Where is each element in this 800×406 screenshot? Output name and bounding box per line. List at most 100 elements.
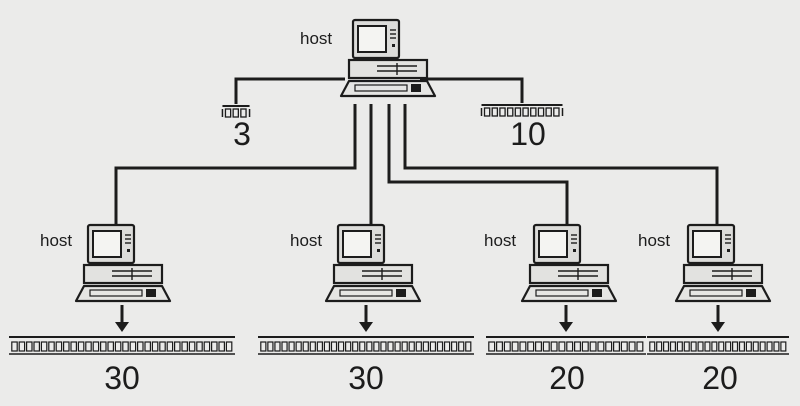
keyboard-keys: [339, 289, 393, 297]
terminal-slot: [690, 341, 697, 352]
terminal-slot: [288, 341, 295, 352]
terminal-slot: [612, 341, 620, 352]
terminal-slot: [773, 341, 780, 352]
terminal-bank-1: [9, 336, 235, 355]
terminal-slot: [415, 341, 422, 352]
terminal-slot: [232, 108, 239, 118]
terminal-slot: [85, 341, 92, 352]
keyboard-keys: [689, 289, 743, 297]
terminal-slot: [752, 341, 759, 352]
terminal-slot: [62, 341, 70, 352]
terminal-slot: [704, 341, 711, 352]
power-led: [127, 249, 130, 252]
arrow-down-2: [359, 305, 373, 332]
terminal-slot: [669, 341, 677, 352]
terminal-slot: [649, 341, 656, 352]
terminal-slot: [488, 341, 496, 352]
terminal-slot: [514, 107, 522, 117]
terminal-slot: [48, 341, 55, 352]
terminal-slot: [174, 341, 181, 352]
terminal-slot: [218, 341, 226, 352]
power-led: [727, 249, 730, 252]
terminal-slot: [511, 341, 519, 352]
terminal-slot: [766, 341, 773, 352]
terminal-slot: [550, 341, 558, 352]
terminal-slot: [465, 341, 472, 352]
terminal-slot: [738, 341, 746, 352]
sub-host-computer-4: [674, 223, 772, 303]
terminal-slot: [309, 341, 316, 352]
terminal-slot: [458, 341, 465, 352]
terminal-slot: [545, 107, 552, 117]
terminal-slot: [18, 341, 26, 352]
terminal-slot: [451, 341, 458, 352]
connection-lines: [114, 77, 719, 225]
terminal-slot: [274, 341, 281, 352]
terminal-bank-3: [486, 336, 646, 355]
terminal-slot: [718, 341, 725, 352]
terminal-slot: [40, 341, 48, 352]
monitor-screen: [342, 230, 372, 258]
arrow-head: [359, 322, 373, 332]
terminal-slot: [745, 341, 752, 352]
sub-count-4: 20: [702, 360, 738, 396]
terminal-slot: [26, 341, 33, 352]
terminal-slot: [295, 341, 302, 352]
keyboard-keys: [535, 289, 589, 297]
terminal-slot: [224, 108, 232, 118]
terminal-slot: [281, 341, 288, 352]
terminal-slot: [780, 341, 787, 352]
terminal-slot: [129, 341, 137, 352]
terminal-slot: [558, 341, 566, 352]
terminal-slot: [330, 341, 338, 352]
terminal-bank-3: [221, 105, 251, 118]
sub-host-label-1: host: [40, 231, 73, 250]
terminal-slot: [573, 341, 581, 352]
terminal-slot: [107, 341, 115, 352]
terminal-slot: [519, 341, 527, 352]
sub-host-computer-3: [520, 223, 618, 303]
terminal-slot: [436, 341, 444, 352]
terminal-slot: [542, 341, 550, 352]
terminal-slot: [429, 341, 437, 352]
sub-host-computer-2: [324, 223, 422, 303]
terminal-slot: [394, 341, 401, 352]
sub-count-3: 20: [549, 360, 585, 396]
keyboard-keys: [354, 84, 408, 92]
sub-count-2: 30: [348, 360, 384, 396]
main-host-computer: [339, 18, 437, 98]
terminal-slot: [92, 341, 100, 352]
system-unit: [682, 263, 764, 285]
terminal-slot: [527, 341, 535, 352]
terminal-count-3: 3: [233, 116, 251, 152]
terminal-slot: [422, 341, 430, 352]
arrow-head: [711, 322, 725, 332]
terminal-slot: [203, 341, 211, 352]
terminal-slot: [499, 107, 506, 117]
wire-to-sub-host-1: [114, 104, 357, 225]
terminal-slot: [697, 341, 704, 352]
sub-host-label-3: host: [484, 231, 517, 250]
monitor-screen: [692, 230, 722, 258]
sub-host-label-4: host: [638, 231, 671, 250]
terminal-slot: [759, 341, 766, 352]
arrow-down-3: [559, 305, 573, 332]
terminal-slot: [77, 341, 85, 352]
terminal-slot: [534, 341, 542, 352]
terminal-slot: [589, 341, 597, 352]
sub-host-label-2: host: [290, 231, 323, 250]
monitor-screen: [92, 230, 122, 258]
terminal-slot: [345, 341, 352, 352]
terminal-slot: [11, 341, 18, 352]
keyboard-keys: [89, 289, 143, 297]
terminal-slot: [620, 341, 628, 352]
system-unit: [332, 263, 414, 285]
terminal-slot: [636, 341, 644, 352]
terminal-slot: [122, 341, 129, 352]
terminal-slot: [181, 341, 189, 352]
terminal-slot: [196, 341, 203, 352]
system-unit: [528, 263, 610, 285]
arrow-down-4: [711, 305, 725, 332]
system-unit: [347, 58, 429, 80]
